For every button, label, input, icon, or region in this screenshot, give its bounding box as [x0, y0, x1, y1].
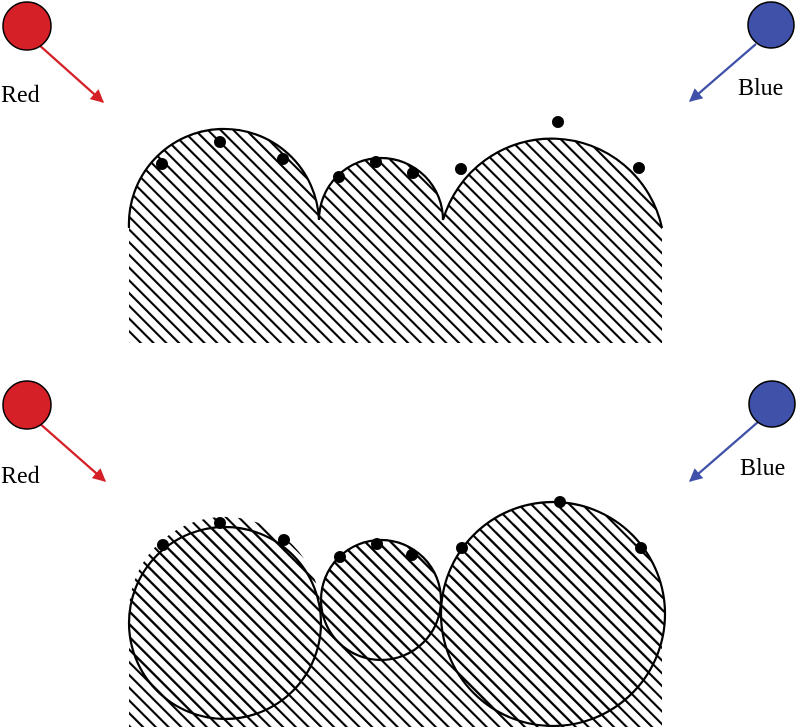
circle-left	[127, 525, 323, 721]
dots-bottom	[157, 496, 647, 563]
circle-right	[439, 500, 667, 727]
red-source-ball	[2, 1, 52, 51]
dots-top	[156, 116, 645, 183]
red-source-ball	[2, 380, 52, 430]
particle-dot	[214, 136, 226, 148]
blue-source: Blue	[689, 1, 795, 102]
red-arrow	[37, 421, 106, 482]
blue-source: Blue	[689, 380, 796, 482]
particle-dot	[157, 539, 169, 551]
particle-dot	[371, 538, 383, 550]
particle-dot	[407, 167, 419, 179]
red-label: Red	[1, 82, 40, 108]
bottom-panel: Red Blue	[1, 380, 796, 727]
red-label: Red	[1, 463, 40, 489]
blue-label: Blue	[740, 455, 785, 481]
hatched-surface-top	[128, 128, 662, 343]
particle-dot	[334, 551, 346, 563]
particle-dot	[333, 171, 345, 183]
top-panel: Red Blue	[1, 1, 795, 343]
particle-dot	[633, 162, 645, 174]
particle-dot	[554, 496, 566, 508]
blue-label: Blue	[738, 75, 783, 101]
red-arrow	[37, 43, 104, 103]
particle-dot	[455, 163, 467, 175]
particle-dot	[370, 156, 382, 168]
particle-dot	[456, 542, 468, 554]
blue-arrow	[689, 421, 759, 482]
particle-dot	[406, 549, 418, 561]
particle-dot	[635, 542, 647, 554]
red-source: Red	[1, 380, 106, 489]
red-source: Red	[1, 1, 104, 108]
particle-dot	[214, 517, 226, 529]
particle-dot	[278, 534, 290, 546]
particle-dot	[277, 153, 289, 165]
particle-dot	[552, 116, 564, 128]
blue-source-ball	[748, 380, 796, 428]
blue-source-ball	[747, 1, 795, 49]
particle-dot	[156, 158, 168, 170]
blue-arrow	[689, 43, 757, 102]
